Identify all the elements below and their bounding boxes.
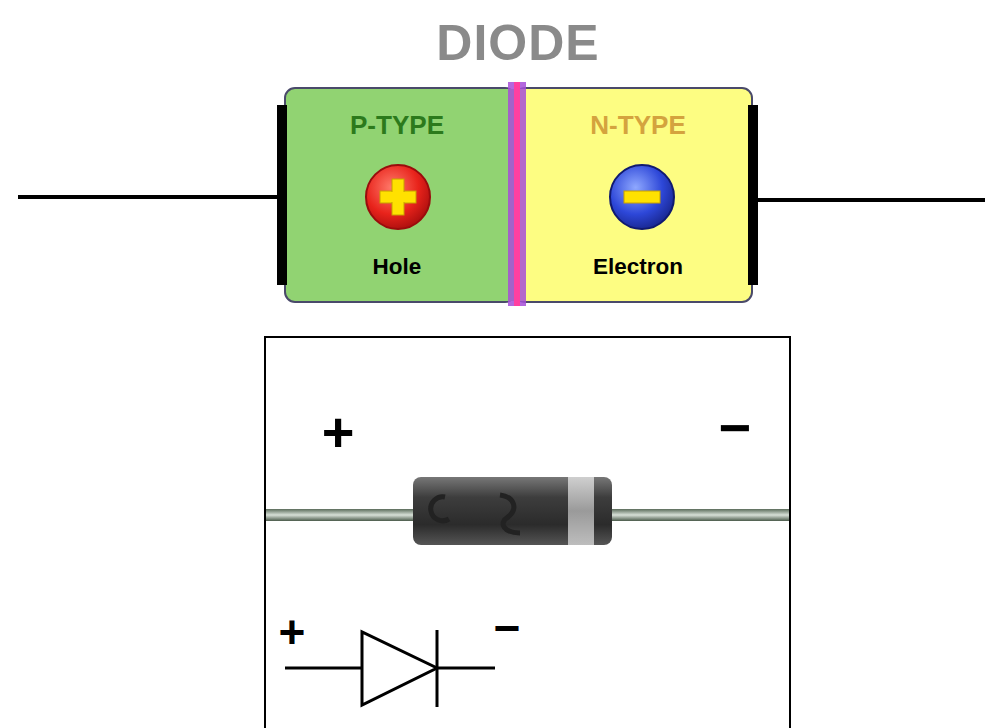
- region-box: P-TYPE Hole: [287, 90, 507, 300]
- p-region: [285, 88, 515, 302]
- minus-sign: [624, 191, 660, 203]
- region-heading: N-TYPE: [527, 112, 749, 138]
- diode-symbol: [285, 667, 362, 670]
- title: DIODE: [436, 18, 599, 68]
- print-mark: [500, 495, 520, 533]
- diode-body: [413, 477, 612, 545]
- diode-symbol: [437, 667, 495, 670]
- print-mark: [431, 497, 449, 521]
- junction: [508, 82, 526, 306]
- n-region: [515, 88, 752, 302]
- carrier-label: Hole: [287, 256, 507, 279]
- cathode-band: [568, 477, 594, 545]
- lead-wire: [755, 198, 985, 202]
- junction: [514, 82, 520, 306]
- end-cap: [277, 105, 287, 285]
- end-cap: [748, 105, 758, 285]
- diode-symbol: [362, 632, 437, 705]
- carrier-label: Electron: [527, 256, 749, 279]
- region-box: N-TYPE Electron: [527, 90, 749, 300]
- electron-icon: [610, 165, 674, 229]
- plus-sign: [380, 191, 416, 203]
- polarity-label: +: [322, 404, 355, 460]
- lead-wire: [18, 195, 280, 199]
- plus-sign: [381, 192, 415, 202]
- polarity-label: −: [719, 400, 752, 456]
- hole-icon: [366, 165, 430, 229]
- polarity-label: +: [279, 609, 306, 655]
- region-heading: P-TYPE: [287, 112, 507, 138]
- polarity-label: −: [494, 605, 521, 651]
- photo-panel: [265, 337, 790, 728]
